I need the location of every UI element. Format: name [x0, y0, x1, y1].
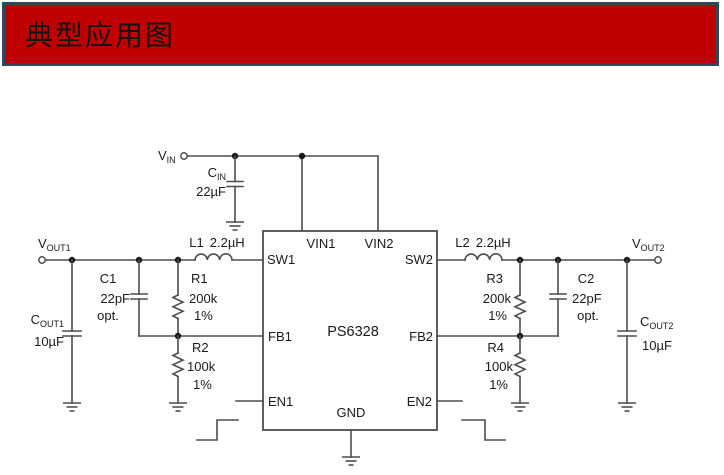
r3-tolerance-label: 1% — [488, 308, 507, 323]
vin-rail-wire — [186, 155, 379, 232]
r1-tolerance-label: 1% — [194, 308, 213, 323]
pin-label-vin2: VIN2 — [365, 236, 394, 251]
r4-tolerance-label: 1% — [489, 377, 508, 392]
r3-value-label: 200k — [483, 291, 512, 306]
vout2-net-label: VOUT2 — [632, 236, 665, 253]
en1-rising-edge-waveform-icon — [196, 419, 239, 441]
cin-ref-label: CIN — [208, 165, 226, 182]
resistor-r4: R4 100k 1% — [485, 335, 530, 412]
en2-falling-edge-waveform-icon — [461, 419, 506, 441]
c1-value-label: 22pF — [100, 291, 130, 306]
pin-label-fb1: FB1 — [268, 329, 292, 344]
r4-value-label: 100k — [485, 359, 514, 374]
ic-body — [262, 230, 438, 431]
inductor-l2-coil — [464, 253, 503, 261]
en1-input — [196, 400, 264, 441]
ground-icon — [510, 402, 530, 412]
output-capacitor-cout1: COUT1 10µF — [31, 259, 82, 412]
resistor-r1: R1 200k 1% — [171, 259, 218, 337]
pin-label-en2: EN2 — [407, 394, 432, 409]
r1-ref-label: R1 — [191, 271, 208, 286]
vout2-terminal — [654, 256, 662, 264]
ground-icon — [168, 402, 188, 412]
c2-ref-label: C2 — [578, 271, 595, 286]
cout2-ref-label: COUT2 — [640, 314, 673, 331]
c2-note-label: opt. — [577, 308, 599, 323]
c2-value-label: 22pF — [572, 291, 602, 306]
vout1-terminal — [38, 256, 46, 264]
resistor-r3: R3 200k 1% — [483, 259, 527, 337]
cout2-value-label: 10µF — [642, 338, 672, 353]
junction-dot — [298, 152, 306, 160]
vin-input-net: VIN — [158, 148, 379, 232]
ground-icon — [225, 221, 245, 231]
resistor-r4-zigzag — [513, 351, 527, 378]
cin-value-label: 22µF — [196, 184, 226, 199]
capacitor-c2: C2 22pF opt. — [549, 259, 602, 337]
page-title: 典型应用图 — [25, 21, 176, 52]
pin-label-fb2: FB2 — [409, 329, 433, 344]
ground-icon — [341, 456, 361, 466]
resistor-r1-zigzag — [171, 293, 185, 320]
r3-ref-label: R3 — [486, 271, 503, 286]
input-capacitor-cin: CIN 22µF — [196, 155, 245, 231]
r1-value-label: 200k — [189, 291, 218, 306]
cout1-value-label: 10µF — [34, 334, 64, 349]
cout1-ref-label: COUT1 — [31, 312, 64, 329]
capacitor-c1: C1 22pF opt. — [97, 259, 148, 337]
r2-value-label: 100k — [187, 359, 216, 374]
vout1-net-label: VOUT1 — [38, 236, 71, 253]
ic-ps6328: PS6328 VIN1 VIN2 SW1 FB1 EN1 SW2 FB2 EN2… — [262, 230, 438, 466]
vin-terminal — [180, 152, 188, 160]
resistor-r2-zigzag — [171, 351, 185, 378]
r4-ref-label: R4 — [487, 340, 504, 355]
en2-input — [436, 400, 506, 441]
r2-ref-label: R2 — [192, 340, 209, 355]
output-capacitor-cout2: COUT2 10µF — [617, 259, 673, 412]
resistor-r3-zigzag — [513, 293, 527, 320]
ic-part-number: PS6328 — [327, 324, 379, 340]
ground-icon — [617, 402, 637, 412]
pin-label-en1: EN1 — [268, 394, 293, 409]
pin-label-sw1: SW1 — [267, 252, 295, 267]
vin-net-label: VIN — [158, 148, 176, 165]
pin-label-gnd: GND — [337, 405, 366, 420]
pin-label-vin1: VIN1 — [307, 236, 336, 251]
c1-note-label: opt. — [97, 308, 119, 323]
r2-tolerance-label: 1% — [193, 377, 212, 392]
pin-label-sw2: SW2 — [405, 252, 433, 267]
inductor-l1-coil — [194, 253, 233, 261]
resistor-r2: R2 100k 1% — [168, 335, 216, 412]
section-header-banner: 典型应用图 — [2, 2, 719, 66]
ground-icon — [62, 402, 82, 412]
c1-ref-label: C1 — [100, 271, 117, 286]
